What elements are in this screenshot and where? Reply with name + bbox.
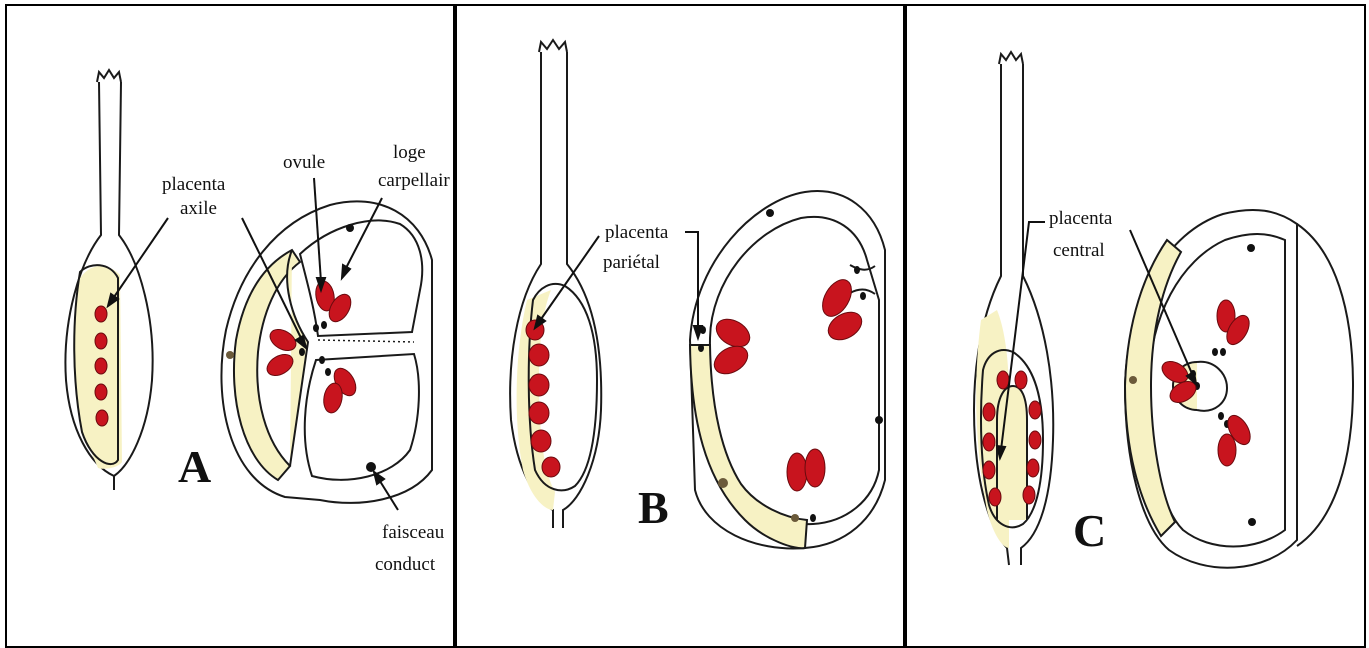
ovule-label: ovule	[283, 152, 325, 173]
placenta-label-c-line2: central	[1053, 240, 1105, 261]
placenta-label-b-line2: pariétal	[603, 252, 660, 273]
placenta-label-a-line1: placenta	[162, 174, 226, 195]
loge-label-line2: carpellair	[378, 170, 450, 191]
ovary-cross-section-b	[690, 191, 885, 548]
panel-c: placenta central C	[905, 0, 1369, 621]
ovules-cross-section-b	[709, 275, 866, 491]
placenta-label-c-line1: placenta	[1049, 208, 1113, 229]
ovary-cross-section-c	[1125, 210, 1353, 568]
panel-a: placenta axile ovule loge carpellair fai…	[0, 0, 455, 621]
faisceau-label-line1: faisceau	[382, 522, 445, 543]
panel-a-drawing: placenta axile ovule loge carpellair fai…	[0, 0, 455, 621]
faisceau-label-line2: conduct	[375, 554, 436, 575]
placenta-label-a-line2: axile	[180, 198, 217, 219]
placenta-label-b-line1: placenta	[605, 222, 669, 243]
panel-letter-b: B	[638, 482, 669, 533]
panel-b-drawing: placenta pariétal B	[455, 0, 905, 621]
panel-letter-c: C	[1073, 505, 1106, 556]
loge-label-line1: loge	[393, 142, 426, 163]
panel-c-drawing: placenta central C	[905, 0, 1369, 621]
panel-letter-a: A	[178, 441, 211, 492]
ovary-cross-section-a	[221, 201, 432, 503]
panel-b: placenta pariétal B	[455, 0, 905, 621]
